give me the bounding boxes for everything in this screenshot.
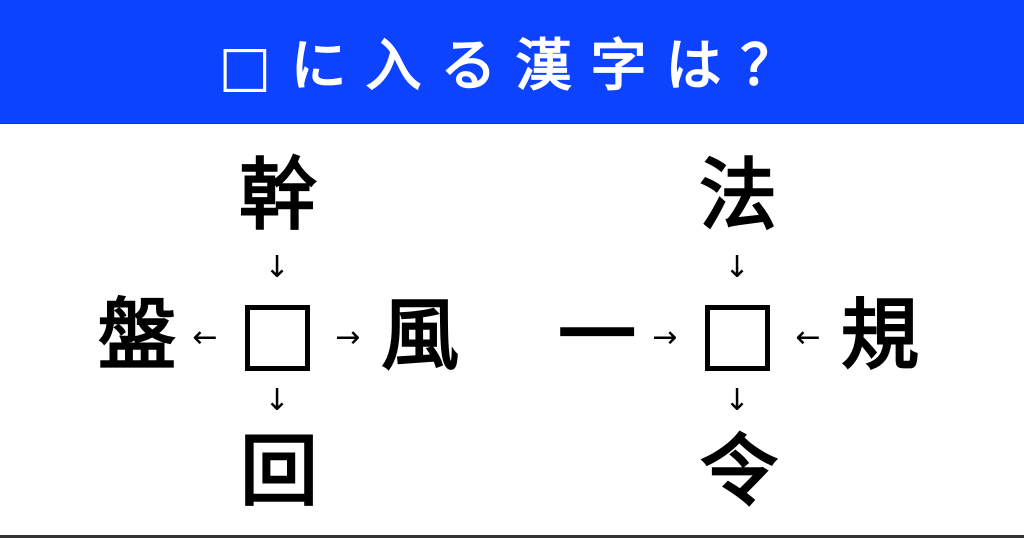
puzzle-right-top-kanji: 法	[698, 151, 777, 241]
arrow-right-icon: →	[652, 320, 678, 355]
arrow-down-icon: ↓	[724, 250, 750, 285]
page-title: □に入る漢字は？	[218, 34, 816, 99]
puzzle-left-blank-box	[245, 305, 310, 371]
puzzle-left-right-kanji: 風	[380, 291, 459, 381]
puzzle-right-blank-box	[705, 305, 770, 371]
puzzle-left-bottom-kanji: 回	[239, 427, 318, 517]
arrow-left-icon: ←	[192, 320, 218, 355]
arrow-left-icon: ←	[795, 320, 821, 355]
title-banner: □に入る漢字は？	[0, 0, 1024, 124]
arrow-down-icon: ↓	[264, 383, 290, 418]
puzzle-left-left-kanji: 盤	[97, 291, 176, 381]
arrow-down-icon: ↓	[724, 383, 750, 418]
puzzle-right-left-kanji: 一	[557, 291, 636, 381]
puzzle-right-bottom-kanji: 令	[699, 427, 778, 517]
puzzle-right-right-kanji: 規	[840, 291, 919, 381]
bottom-border	[0, 535, 1024, 538]
arrow-right-icon: →	[335, 320, 361, 355]
puzzle-left-top-kanji: 幹	[238, 151, 317, 241]
arrow-down-icon: ↓	[264, 250, 290, 285]
